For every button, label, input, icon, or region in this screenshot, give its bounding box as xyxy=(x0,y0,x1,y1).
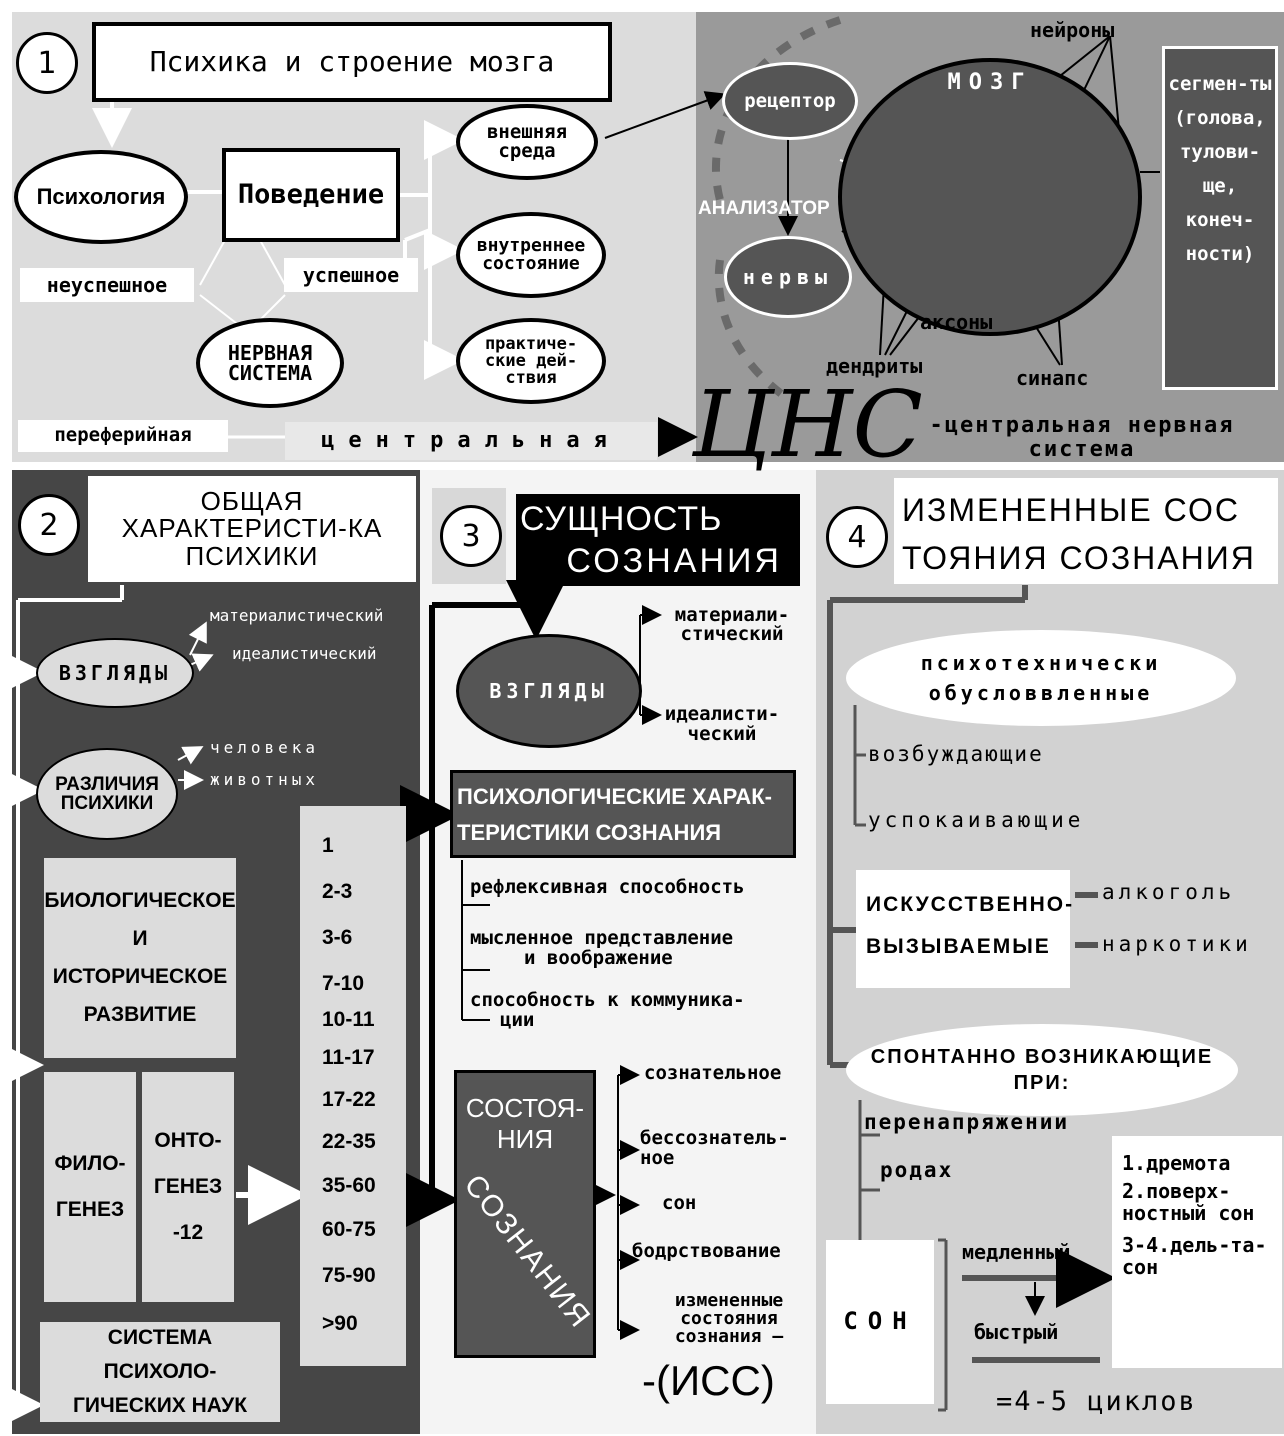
cns-abbreviation: ЦНС xyxy=(692,371,923,478)
dendrites-label: дендриты xyxy=(826,354,923,378)
external-environment-node: внешняя среда xyxy=(456,104,598,180)
calming-label: успокаивающие xyxy=(868,808,1085,832)
age-period: 3-6 xyxy=(322,926,353,949)
panel2-title: ОБЩАЯ ХАРАКТЕРИСТИ-КА ПСИХИКИ xyxy=(88,476,416,582)
consciousness-characteristics-box: ПСИХОЛОГИЧЕСКИЕ ХАРАК- ТЕРИСТИКИ СОЗНАНИ… xyxy=(450,770,796,858)
cns-full-name: -центральная нервная система xyxy=(929,413,1235,462)
age-period: 1 xyxy=(322,834,334,857)
panel4-number-badge: 4 xyxy=(826,506,888,568)
states-of-consciousness-box: СОСТОЯ- НИЯ СОЗНАНИЯ xyxy=(454,1070,596,1358)
panel4-title: ИЗМЕНЕННЫЕ СОС ТОЯНИЯ СОЗНАНИЯ xyxy=(894,478,1278,584)
age-period: 2-3 xyxy=(322,880,353,903)
sleep-stages-box: 1.дремота 2.поверх-ностный сон 3-4.дель-… xyxy=(1112,1136,1282,1368)
psychology-node: Психология xyxy=(14,150,188,244)
age-periods-list: 1 2-3 3-6 7-10 10-11 11-17 17-22 22-35 3… xyxy=(300,806,406,1366)
drugs-label: наркотики xyxy=(1102,932,1252,956)
wakefulness-label: бодрствование xyxy=(632,1240,781,1262)
ontogenesis-box: ОНТО-ГЕНЕЗ -12 xyxy=(142,1072,234,1302)
analyzer-label: АНАЛИЗАТОР xyxy=(698,198,830,219)
overstrain-label: перенапряжении xyxy=(864,1110,1070,1134)
panel3-number-badge: 3 xyxy=(440,505,502,567)
age-period: 22-35 xyxy=(322,1130,376,1153)
neurons-label: нейроны xyxy=(1030,18,1115,42)
receptor-node: рецептор xyxy=(722,62,858,140)
alcohol-label: алкоголь xyxy=(1102,880,1236,904)
unsuccessful-label: неуспешное xyxy=(20,268,194,302)
iss-abbreviation: -(ИСС) xyxy=(642,1357,775,1404)
successful-label: успешное xyxy=(284,258,418,292)
psyche-differences-node: РАЗЛИЧИЯ ПСИХИКИ xyxy=(36,748,178,840)
panel1-number-badge: 1 xyxy=(16,32,78,94)
artificially-induced-box: ИСКУССТВЕННО- ВЫЗЫВАЕМЫЕ xyxy=(856,870,1072,988)
sleep-state-label: сон xyxy=(662,1192,697,1214)
panel3-idealistic-label: идеалисти-ческий xyxy=(664,703,780,745)
sleep-box: СОН xyxy=(826,1240,934,1404)
reflexive-ability-label: рефлексивная способность xyxy=(470,876,745,898)
slow-sleep-label: медленный xyxy=(962,1240,1071,1264)
age-period: 35-60 xyxy=(322,1174,376,1197)
panel2-idealistic-label: идеалистический xyxy=(232,644,377,663)
altered-states-label: измененные состояния сознания – xyxy=(674,1290,784,1347)
panel2-number-badge: 2 xyxy=(18,494,80,556)
age-period: 75-90 xyxy=(322,1264,376,1287)
exciting-label: возбуждающие xyxy=(868,742,1044,766)
fast-sleep-label: быстрый xyxy=(974,1320,1059,1344)
age-period: >90 xyxy=(322,1312,358,1335)
cycles-label: =4-5 циклов xyxy=(996,1386,1197,1417)
axons-label: аксоны xyxy=(920,310,993,334)
nervous-system-node: НЕРВНАЯ СИСТЕМА xyxy=(196,318,344,408)
mental-representation-label: мысленное представление и воображение xyxy=(470,927,734,969)
panel2-views-node: ВЗГЛЯДЫ xyxy=(36,638,194,708)
phylogenesis-box: ФИЛО-ГЕНЕЗ xyxy=(44,1072,136,1302)
panel1-title: Психика и строение мозга xyxy=(92,22,612,102)
age-period: 17-22 xyxy=(322,1088,376,1111)
childbirth-label: родах xyxy=(880,1158,954,1182)
conscious-label: сознательное xyxy=(644,1062,782,1084)
nerves-node: нервы xyxy=(724,236,852,318)
behavior-node: Поведение xyxy=(222,148,400,242)
panel2-materialistic-label: материалистический xyxy=(210,606,384,625)
spontaneous-node: СПОНТАННО ВОЗНИКАЮЩИЕ ПРИ: xyxy=(846,1024,1238,1116)
panel3-materialistic-label: материали-стический xyxy=(674,604,790,645)
psychological-sciences-box: СИСТЕМА ПСИХОЛО-ГИЧЕСКИХ НАУК xyxy=(40,1322,280,1422)
communication-ability-label: способность к коммуника- ции xyxy=(470,989,745,1031)
synapse-label: синапс xyxy=(1016,366,1089,390)
psychotechnical-node: психотехнически обусловвленные xyxy=(846,630,1236,726)
animals-label: животных xyxy=(210,770,320,789)
segments-box: сегмен-ты (голова, тулови-ще, конеч-ност… xyxy=(1162,46,1278,390)
internal-state-node: внутреннее состояние xyxy=(456,212,606,298)
panel3-title: СУЩНОСТЬ СОЗНАНИЯ xyxy=(516,494,800,586)
brain-ellipse: МОЗГ xyxy=(838,58,1142,336)
age-period: 7-10 xyxy=(322,972,365,995)
age-period: 10-11 xyxy=(322,1008,375,1031)
panel3-views-node: ВЗГЛЯДЫ xyxy=(456,634,642,748)
age-period: 60-75 xyxy=(322,1218,376,1241)
peripheral-label: переферийная xyxy=(18,420,228,452)
human-label: человека xyxy=(210,738,320,757)
practical-actions-node: практиче-ские дей-ствия xyxy=(456,318,606,404)
unconscious-label: бессознатель- ное xyxy=(640,1127,789,1169)
age-period: 11-17 xyxy=(322,1046,375,1069)
central-label: центральная xyxy=(285,422,657,460)
development-box: БИОЛОГИЧЕСКОЕ И ИСТОРИЧЕСКОЕ РАЗВИТИЕ xyxy=(44,858,236,1058)
